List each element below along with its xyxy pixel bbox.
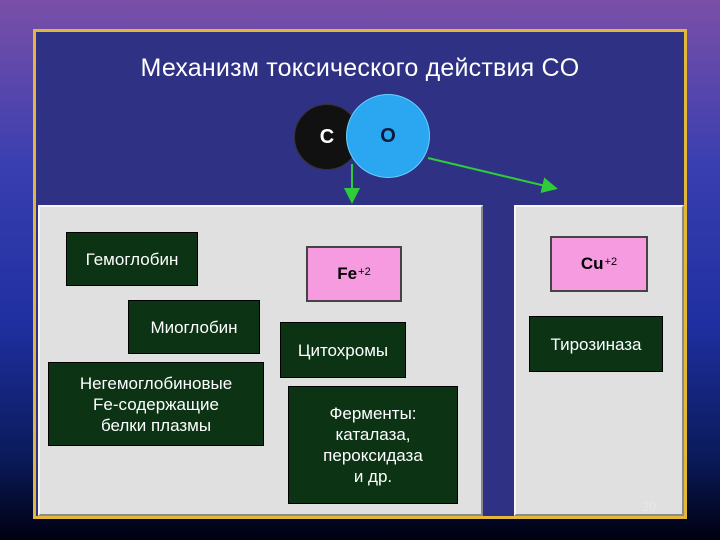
arrow-to-copper (427, 157, 558, 194)
hemoglobin-label: Гемоглобин (85, 249, 179, 269)
cytochromes-box: Цитохромы (280, 322, 406, 378)
tyrosinase-label: Тирозиназа (550, 334, 642, 354)
page-number: 20 (642, 500, 656, 515)
myoglobin-box: Миоглобин (128, 300, 260, 354)
carbon-label: C (319, 125, 335, 148)
enzymes-label: Ферменты: каталаза, пероксидаза и др. (323, 404, 423, 486)
hemoglobin-box: Гемоглобин (66, 232, 198, 286)
slide-title: Механизм токсического действия CO (140, 54, 580, 82)
iron-box: Fe+2 (306, 246, 402, 302)
cytochromes-label: Цитохромы (297, 340, 389, 360)
nonheme-proteins-label: Негемоглобиновые Fe-содержащие белки пла… (79, 373, 233, 435)
copper-charge: +2 (604, 256, 618, 268)
tyrosinase-box: Тирозиназа (529, 316, 663, 372)
iron-symbol: Fe (337, 264, 358, 283)
oxygen-atom: O (346, 94, 430, 178)
myoglobin-label: Миоглобин (150, 317, 238, 337)
enzymes-box: Ферменты: каталаза, пероксидаза и др. (288, 386, 458, 504)
copper-symbol: Cu (580, 254, 604, 273)
nonheme-proteins-box: Негемоглобиновые Fe-содержащие белки пла… (48, 362, 264, 446)
iron-charge: +2 (358, 266, 371, 278)
copper-box: Cu+2 (550, 236, 648, 292)
oxygen-label: O (380, 124, 396, 147)
slide: Механизм токсического действия CO C O Ге… (33, 29, 687, 519)
